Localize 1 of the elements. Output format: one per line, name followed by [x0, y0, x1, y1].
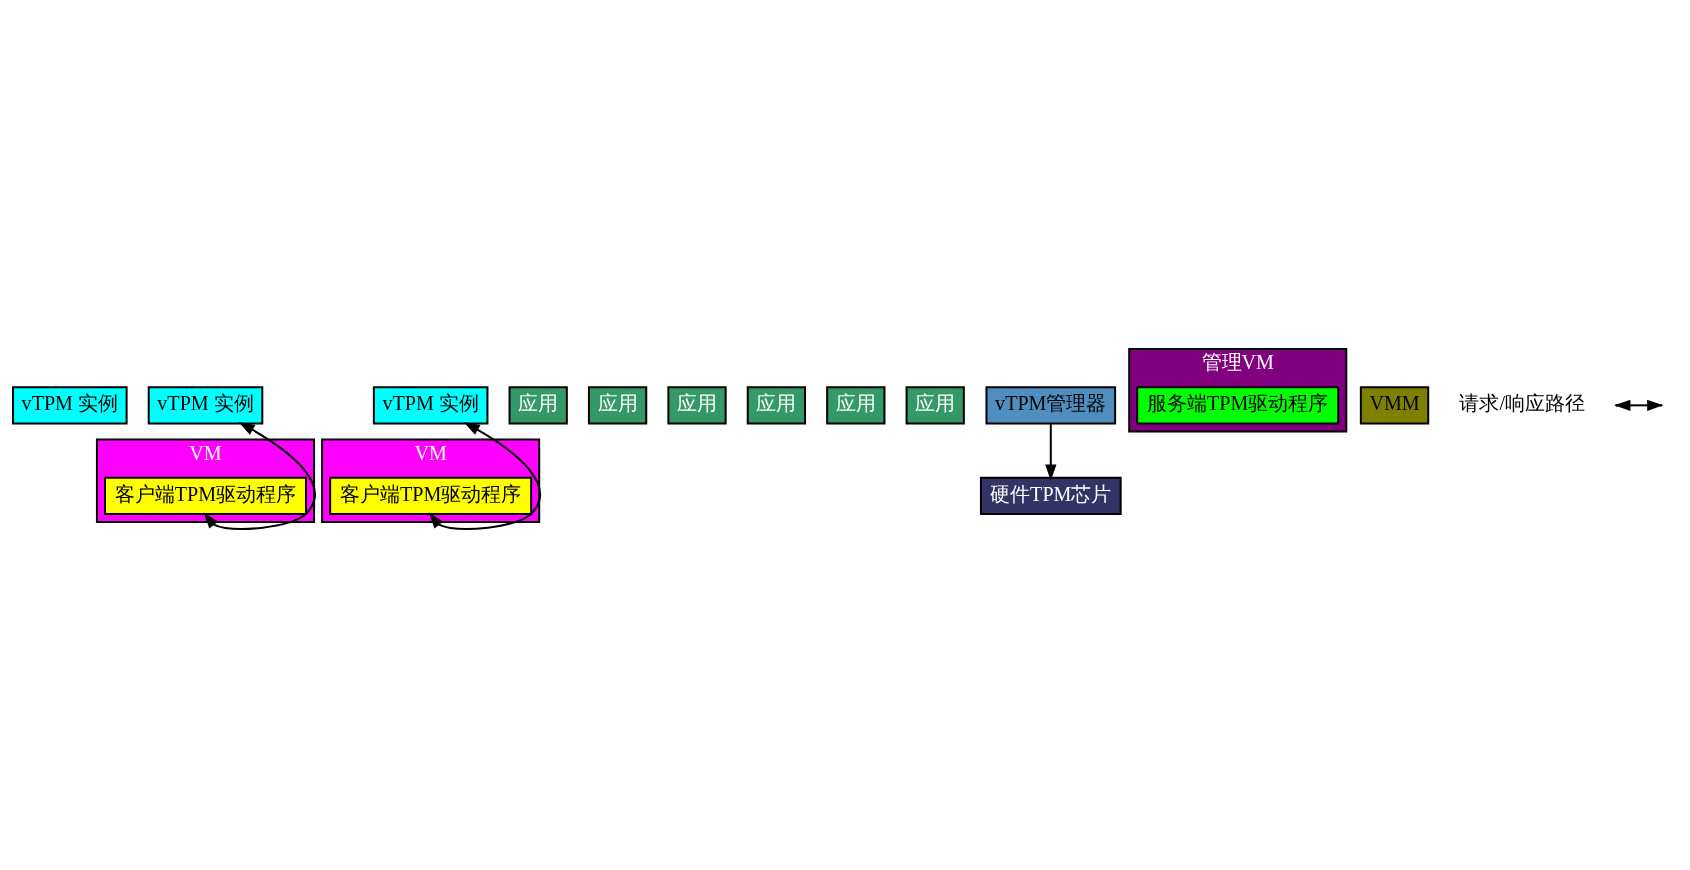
legend-label: 请求/响应路径 [1459, 391, 1585, 414]
